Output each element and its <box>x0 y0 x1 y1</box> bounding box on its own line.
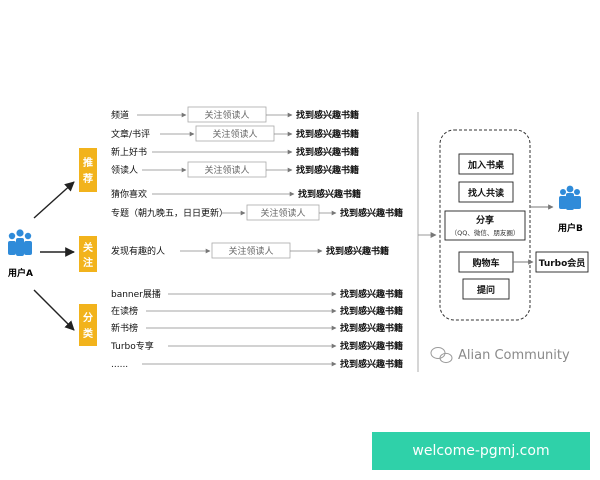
turbo-member-label: Turbo会员 <box>539 257 586 269</box>
users-icon <box>559 185 581 210</box>
follow-leader-box <box>187 106 267 123</box>
bracket <box>417 112 437 372</box>
action-label: 购物车 <box>472 257 499 269</box>
row-target: 找到感兴趣书籍 <box>296 128 359 140</box>
row-source: 在读榜 <box>111 305 138 317</box>
site-banner-text: welcome-pgmj.com <box>412 443 550 459</box>
watermark-text: Alian Community <box>458 348 570 363</box>
flow-row: ...... 找到感兴趣书籍 <box>111 358 403 370</box>
row-source: 文章/书评 <box>111 128 150 140</box>
category-follow: 关 注 <box>79 236 97 272</box>
row-middle: 关注领读人 <box>204 109 249 121</box>
category-classify: 分 类 <box>79 304 97 346</box>
actions-panel: 加入书桌 找人共读 分享 （QQ、微信、朋友圈） 购物车 提问 <box>439 129 531 321</box>
follow-leader-box <box>211 242 291 259</box>
user-b-label: 用户B <box>557 222 583 234</box>
flow-row: Turbo专享 找到感兴趣书籍 <box>110 340 403 352</box>
action-ask[interactable] <box>462 278 510 300</box>
site-banner[interactable]: welcome-pgmj.com <box>372 432 590 470</box>
arrow-to-category <box>33 289 75 331</box>
users-icon <box>8 229 32 256</box>
row-source: 新上好书 <box>111 146 147 158</box>
flow-row: 专题（朝九晚五，日日更新） 关注领读人 找到感兴趣书籍 <box>111 204 403 221</box>
row-source: 猜你喜欢 <box>111 188 147 200</box>
action-label: 加入书桌 <box>467 159 505 171</box>
row-middle: 关注领读人 <box>212 128 257 140</box>
user-b: 用户B <box>530 185 583 234</box>
row-target: 找到感兴趣书籍 <box>340 207 403 219</box>
row-source: Turbo专享 <box>110 340 154 352</box>
action-sub-label: （QQ、微信、朋友圈） <box>451 228 520 237</box>
category-rows: banner展播 找到感兴趣书籍 在读榜 找到感兴趣书籍 新书榜 找到感兴趣书籍… <box>110 288 403 370</box>
category-char: 类 <box>83 327 93 340</box>
row-source: banner展播 <box>111 288 161 300</box>
category-char: 推 <box>83 156 93 169</box>
action-label: 分享 <box>476 214 494 226</box>
action-label: 提问 <box>477 284 495 296</box>
flow-row: 新上好书 找到感兴趣书籍 <box>111 146 359 158</box>
row-middle: 关注领读人 <box>204 164 249 176</box>
row-target: 找到感兴趣书籍 <box>340 340 403 352</box>
recommend-rows: 频道 关注领读人 找到感兴趣书籍 文章/书评 关注领读人 找到感兴趣书籍 新上好… <box>111 106 403 221</box>
row-source: 新书榜 <box>111 322 138 334</box>
turbo-member-box[interactable] <box>535 251 589 273</box>
user-a-label: 用户A <box>7 267 33 279</box>
flow-row: 领读人 关注领读人 找到感兴趣书籍 <box>111 161 359 178</box>
watermark: Alian Community <box>430 347 570 364</box>
row-middle: 关注领读人 <box>260 207 305 219</box>
flow-row: 文章/书评 关注领读人 找到感兴趣书籍 <box>111 125 359 142</box>
row-source: 发现有趣的人 <box>111 245 165 257</box>
row-target: 找到感兴趣书籍 <box>296 109 359 121</box>
row-middle: 关注领读人 <box>228 245 273 257</box>
category-char: 注 <box>83 256 93 269</box>
row-source: 频道 <box>111 109 129 121</box>
row-source: 领读人 <box>111 164 138 176</box>
row-target: 找到感兴趣书籍 <box>326 245 389 257</box>
flow-row: banner展播 找到感兴趣书籍 <box>111 288 403 300</box>
row-target: 找到感兴趣书籍 <box>296 164 359 176</box>
row-source: ...... <box>111 360 128 370</box>
flow-row: 在读榜 找到感兴趣书籍 <box>111 305 403 317</box>
row-target: 找到感兴趣书籍 <box>340 358 403 370</box>
user-a: 用户A <box>7 229 33 279</box>
flow-row: 新书榜 找到感兴趣书籍 <box>111 322 403 334</box>
action-share[interactable] <box>444 210 526 241</box>
category-char: 荐 <box>82 172 93 185</box>
wechat-icon <box>430 347 453 364</box>
category-char: 分 <box>83 311 93 324</box>
action-add-desk[interactable] <box>458 153 514 175</box>
row-target: 找到感兴趣书籍 <box>298 188 361 200</box>
user-a-arrows <box>33 181 75 331</box>
row-target: 找到感兴趣书籍 <box>340 288 403 300</box>
flow-row: 猜你喜欢 找到感兴趣书籍 <box>111 188 361 200</box>
action-label: 找人共读 <box>468 187 504 199</box>
follow-leader-box <box>187 161 267 178</box>
follow-rows: 发现有趣的人 关注领读人 找到感兴趣书籍 <box>111 242 389 259</box>
action-co-read[interactable] <box>458 181 514 203</box>
category-char: 关 <box>83 241 93 254</box>
turbo-member: Turbo会员 <box>513 251 589 273</box>
arrow-to-recommend <box>33 181 75 219</box>
follow-leader-box <box>246 204 320 221</box>
actions-panel-border <box>439 129 531 321</box>
flow-row: 频道 关注领读人 找到感兴趣书籍 <box>111 106 359 123</box>
row-target: 找到感兴趣书籍 <box>340 305 403 317</box>
follow-leader-box <box>195 125 275 142</box>
flow-row: 发现有趣的人 关注领读人 找到感兴趣书籍 <box>111 242 389 259</box>
row-target: 找到感兴趣书籍 <box>296 146 359 158</box>
category-recommend: 推 荐 <box>79 148 97 192</box>
row-source: 专题（朝九晚五，日日更新） <box>111 207 228 219</box>
row-target: 找到感兴趣书籍 <box>340 322 403 334</box>
